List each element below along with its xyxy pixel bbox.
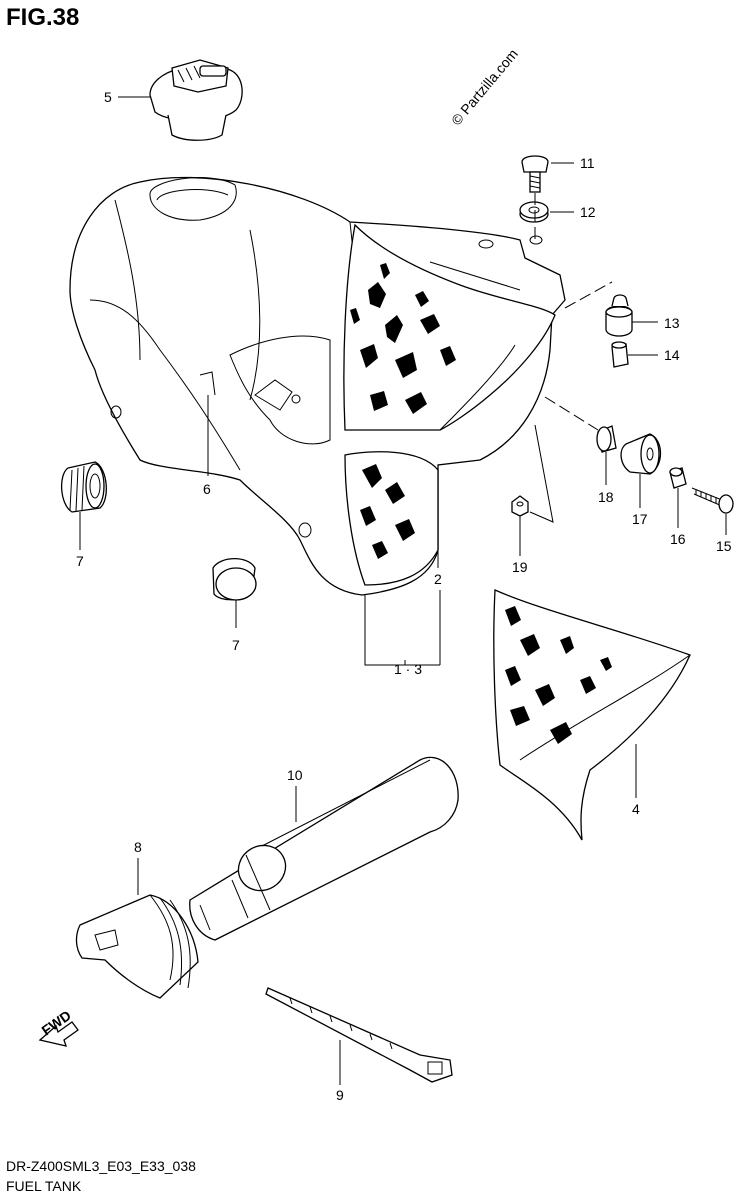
part-5-fuel-cap[interactable]: [149, 59, 243, 141]
part-10-cover-tube[interactable]: [189, 756, 459, 941]
part-18-cushion[interactable]: [596, 425, 617, 453]
callout-7-lower: 7: [232, 637, 240, 653]
model-code: DR-Z400SML3_E03_E33_038: [6, 1158, 196, 1174]
part-17-cushion[interactable]: [620, 433, 662, 475]
callout-14: 14: [664, 347, 680, 363]
callout-8: 8: [134, 839, 142, 855]
part-6-seal-strip[interactable]: [199, 371, 216, 396]
figure-title: FIG.38: [6, 4, 80, 31]
callout-7-upper: 7: [76, 553, 84, 569]
part-11-bolt[interactable]: [521, 155, 549, 193]
callout-4: 4: [632, 801, 640, 817]
callout-5: 5: [104, 89, 112, 105]
part-13-cushion[interactable]: [605, 294, 633, 337]
callout-17: 17: [632, 511, 648, 527]
part-16-collar[interactable]: [669, 467, 687, 489]
callout-2: 2: [434, 571, 442, 587]
part-4-left-shroud[interactable]: [493, 589, 691, 841]
part-15-bolt[interactable]: [691, 487, 734, 514]
part-9-cable-tie[interactable]: [265, 987, 453, 1083]
callout-1-3: 1 · 3: [394, 661, 422, 677]
section-name: FUEL TANK: [6, 1178, 82, 1194]
part-7-cushion-upper[interactable]: [61, 461, 107, 513]
part-7-cushion-lower[interactable]: [212, 557, 257, 601]
leader-lines: [79, 96, 727, 1085]
callout-labels: 5 6 7 7 2 1 · 3 4 10 8 9 11 12 13 14 18 …: [76, 89, 732, 1103]
callout-6: 6: [203, 481, 211, 497]
part-12-washer[interactable]: [519, 201, 549, 223]
callout-19: 19: [512, 559, 528, 575]
callout-15: 15: [716, 538, 732, 554]
callout-9: 9: [336, 1087, 344, 1103]
part-8-cushion[interactable]: [75, 894, 199, 999]
callout-12: 12: [580, 204, 596, 220]
callout-18: 18: [598, 489, 614, 505]
part-19-nut[interactable]: [511, 495, 529, 517]
callout-11: 11: [580, 155, 595, 171]
fwd-arrow-icon: FWD: [39, 1007, 79, 1047]
part-14-collar[interactable]: [611, 341, 629, 368]
part-2-right-shroud[interactable]: [343, 223, 556, 586]
callout-16: 16: [670, 531, 686, 547]
callout-13: 13: [664, 315, 680, 331]
callout-10: 10: [287, 767, 303, 783]
